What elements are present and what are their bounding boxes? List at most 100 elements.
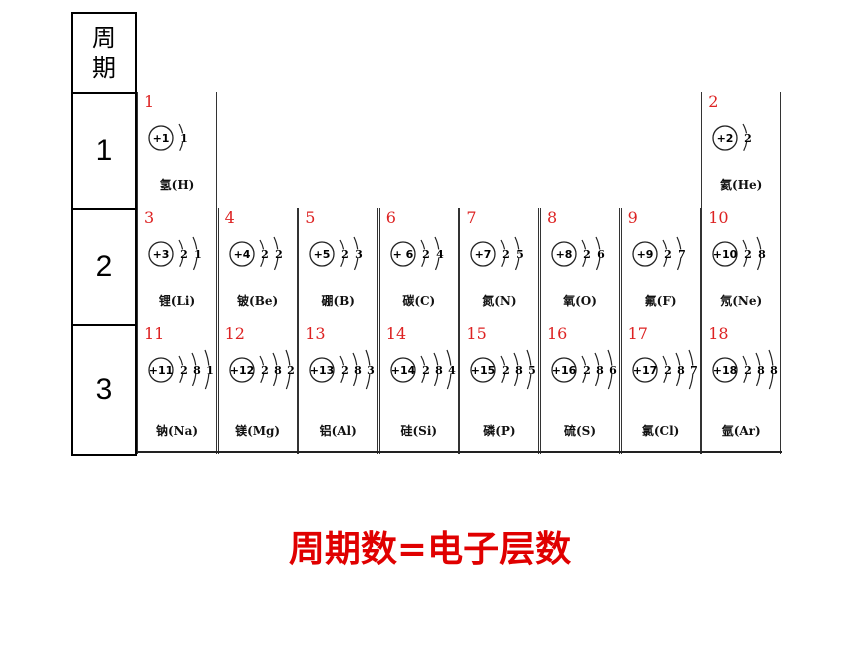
- electron-shell-arc: [526, 349, 532, 391]
- atomic-number: 18: [708, 324, 729, 343]
- shell-electron-count: 8: [677, 364, 685, 377]
- nucleus-charge: +13: [310, 364, 335, 377]
- nucleus-circle: [712, 125, 738, 151]
- period-number: 2: [95, 250, 113, 283]
- period-header: 周 期: [73, 14, 135, 94]
- shell-electron-count: 2: [180, 364, 188, 377]
- shell-electron-count: 1: [180, 132, 188, 145]
- nucleus-circle: [470, 241, 497, 267]
- electron-shell-arc: [446, 349, 452, 391]
- shell-electron-count: 7: [678, 248, 686, 261]
- element-name: 氖(Ne): [720, 294, 763, 308]
- nucleus-charge: +10: [713, 248, 738, 261]
- electron-shell-arc: [742, 355, 748, 385]
- electron-shell-arc: [365, 349, 371, 391]
- electron-shell-arc: [513, 352, 519, 388]
- electron-shell-arc: [594, 352, 600, 388]
- electron-shell-arc: [420, 355, 426, 385]
- shell-electron-count: 2: [261, 248, 269, 261]
- header-char-2: 期: [92, 54, 116, 82]
- nucleus-charge: +18: [713, 364, 738, 377]
- element-name: 硼(B): [321, 294, 355, 308]
- shell-electron-count: 8: [770, 364, 778, 377]
- nucleus-charge: +14: [391, 364, 416, 377]
- nucleus-circle: [309, 241, 335, 267]
- shell-electron-count: 2: [583, 364, 591, 377]
- atomic-number: 1: [144, 92, 155, 111]
- electron-shell-arc: [581, 355, 587, 385]
- shell-electron-count: 2: [503, 364, 511, 377]
- shell-electron-count: 5: [517, 248, 525, 261]
- shell-electron-count: 2: [287, 364, 295, 377]
- nucleus-circle: [631, 241, 658, 267]
- nucleus-circle: [551, 241, 577, 267]
- element-name: 氯(Cl): [641, 424, 680, 438]
- nucleus-charge: +9: [636, 248, 653, 261]
- electron-shell-arc: [675, 352, 681, 388]
- element-name: 氧(O): [563, 294, 597, 308]
- nucleus-charge: +17: [632, 364, 657, 377]
- element-name: 磷(P): [483, 424, 516, 438]
- nucleus-circle: [228, 241, 255, 267]
- electron-shell-arc: [259, 355, 265, 385]
- electron-shell-arc: [500, 239, 506, 269]
- atomic-number: 2: [708, 92, 719, 111]
- shell-electron-count: 7: [690, 364, 698, 377]
- shell-electron-count: 3: [367, 364, 375, 377]
- nucleus-circle: [228, 357, 255, 383]
- atomic-number: 6: [385, 208, 396, 227]
- electron-shell-arc: [662, 239, 668, 269]
- electron-shell-arc: [192, 236, 198, 272]
- shell-electron-count: 2: [583, 248, 591, 261]
- nucleus-charge: +2: [717, 132, 734, 145]
- atomic-number: 4: [224, 208, 235, 227]
- nucleus-charge: +8: [556, 248, 573, 261]
- electron-shell-arc: [420, 239, 426, 269]
- electron-shell-arc: [259, 239, 265, 269]
- electron-shell-arc: [433, 352, 439, 388]
- electron-shell-arc: [339, 355, 345, 385]
- electron-shell-arc: [595, 236, 601, 272]
- element-name: 氩(Ar): [721, 424, 761, 438]
- electron-shell-arc: [581, 239, 587, 269]
- electron-shell-arc: [273, 236, 279, 272]
- element-name: 钠(Na): [155, 424, 199, 438]
- element-name: 锂(Li): [158, 294, 196, 308]
- period-1-cell: 1: [73, 94, 135, 210]
- shell-electron-count: 2: [664, 364, 672, 377]
- atomic-number: 10: [708, 208, 729, 227]
- shell-electron-count: 2: [664, 248, 672, 261]
- element-name: 氮(N): [482, 294, 517, 308]
- nucleus-circle: [712, 241, 738, 267]
- element-name: 硅(Si): [400, 424, 438, 438]
- shell-electron-count: 2: [422, 248, 430, 261]
- nucleus-circle: [148, 125, 174, 151]
- electron-shell-arc: [352, 352, 358, 388]
- electron-shell-arc: [285, 349, 291, 391]
- shell-electron-count: 8: [758, 248, 766, 261]
- nucleus-charge: +4: [233, 248, 250, 261]
- shell-electron-count: 6: [597, 248, 605, 261]
- period-2-cell: 2: [73, 210, 135, 326]
- period-number: 1: [95, 134, 113, 167]
- electron-shell-arc: [768, 349, 774, 391]
- electron-shell-arc: [178, 355, 184, 385]
- electron-shell-arc: [353, 236, 359, 272]
- nucleus-charge: +7: [475, 248, 492, 261]
- shell-electron-count: 2: [422, 364, 430, 377]
- atomic-number: 12: [224, 324, 245, 343]
